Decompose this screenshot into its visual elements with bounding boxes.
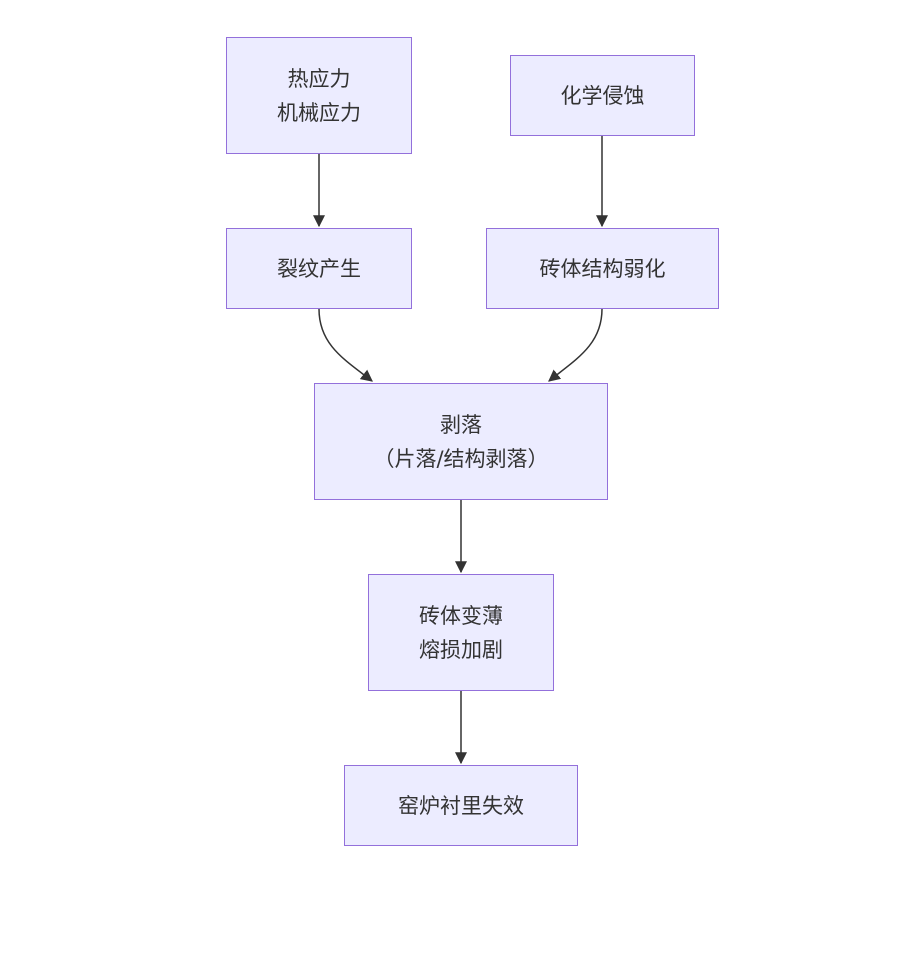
node-label: 机械应力 <box>277 100 361 125</box>
node-crack-formation: 裂纹产生 <box>226 228 412 309</box>
node-label: 熔损加剧 <box>419 637 503 662</box>
node-spalling: 剥落 （片落/结构剥落） <box>314 383 608 500</box>
node-label: 化学侵蚀 <box>560 83 645 108</box>
node-kiln-lining-failure: 窑炉衬里失效 <box>344 765 578 846</box>
node-brick-structure-weakening: 砖体结构弱化 <box>486 228 719 309</box>
edge-weaken-to-spall <box>548 308 603 382</box>
node-label: （片落/结构剥落） <box>373 446 549 471</box>
node-label: 剥落 <box>439 412 482 437</box>
node-label: 砖体变薄 <box>419 603 503 628</box>
node-brick-thinning: 砖体变薄 熔损加剧 <box>368 574 554 691</box>
node-label: 裂纹产生 <box>277 256 361 281</box>
node-chemical-erosion: 化学侵蚀 <box>510 55 695 136</box>
node-label: 窑炉衬里失效 <box>398 793 524 818</box>
node-label: 热应力 <box>287 66 351 91</box>
node-label: 砖体结构弱化 <box>539 256 666 281</box>
node-thermal-mechanical-stress: 热应力 机械应力 <box>226 37 412 154</box>
edge-crack-to-spall <box>318 308 373 382</box>
